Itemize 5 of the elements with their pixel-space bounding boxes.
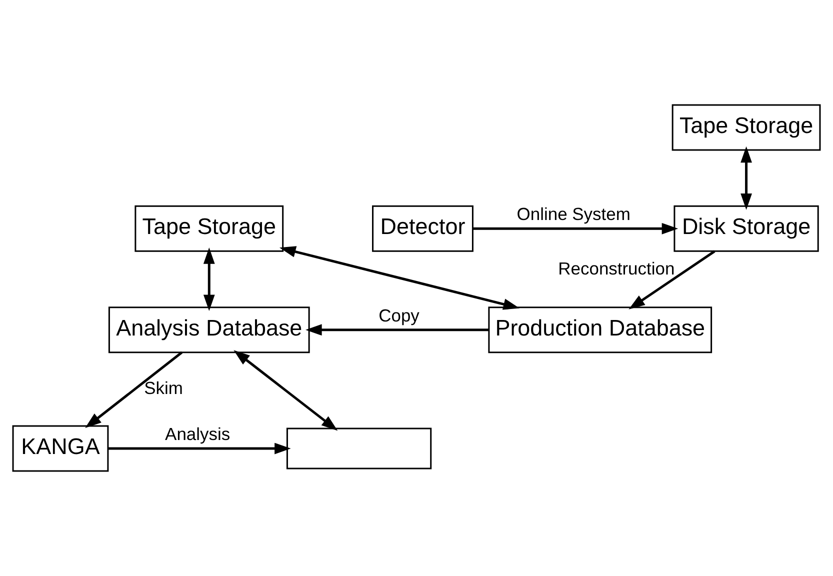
edge-label: Analysis <box>165 424 230 444</box>
edge-label: Skim <box>144 378 183 398</box>
edge-label: Copy <box>378 305 420 326</box>
edge-label: Reconstruction <box>558 258 675 278</box>
edge-label: Online System <box>516 204 630 224</box>
